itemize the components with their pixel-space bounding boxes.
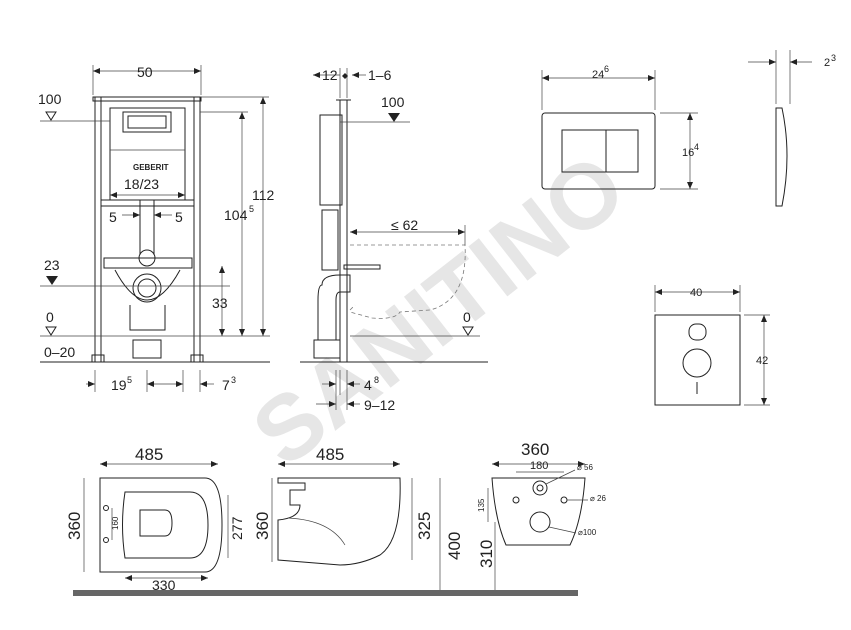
ground-line: [73, 590, 578, 596]
dim-offset-right: 5: [175, 209, 183, 225]
dim-bottom-4: 4: [364, 377, 372, 393]
dim-bottom-19-sup: 5: [127, 375, 132, 385]
level-23-front: 23: [44, 257, 60, 273]
dim-top-depth-12: 12: [322, 67, 338, 83]
dim-rear-180: 180: [530, 460, 548, 472]
flush-plate-view: 24 6 16 4 2 3: [541, 50, 836, 207]
dim-rear-d56: ⌀ 56: [577, 463, 593, 472]
dim-bottom-4-sup: 8: [374, 375, 379, 385]
dim-mat-width: 40: [690, 287, 702, 299]
dim-height-112: 112: [252, 187, 275, 203]
level-0-front: 0: [46, 309, 54, 325]
dim-rear-d100: ⌀100: [578, 528, 597, 537]
bowl-views: 485 360 160 277 330 485 360 325 400 3: [65, 440, 606, 596]
dim-plate-width: 24: [592, 69, 604, 81]
dim-bowl-side-325: 325: [415, 512, 434, 540]
dim-bottom-7: 7: [222, 377, 230, 393]
range-0-20: 0–20: [44, 344, 75, 360]
dim-bowl-330: 330: [152, 577, 176, 593]
dim-plate-height: 16: [682, 147, 694, 159]
dim-bowl-160: 160: [111, 516, 120, 530]
dim-plate-width-sup: 6: [604, 64, 609, 74]
sound-mat-view: 40 42: [654, 285, 770, 406]
dim-bottom-9-12: 9–12: [364, 397, 395, 413]
dim-bowl-277: 277: [229, 516, 245, 540]
dim-bowl-side-400: 400: [445, 532, 464, 560]
dim-rear-360: 360: [521, 440, 549, 459]
dim-top-range-1-6: 1–6: [368, 67, 392, 83]
dim-bottom-19: 19: [111, 377, 127, 393]
level-100-front: 100: [38, 91, 62, 107]
dim-rear-d26: ⌀ 26: [590, 494, 606, 503]
dim-height-33: 33: [212, 295, 228, 311]
dim-offset-left: 5: [109, 209, 117, 225]
dim-plate-depth-sup: 3: [831, 53, 836, 63]
dim-bowl-projection: ≤ 62: [391, 217, 418, 233]
dim-bowl-side-360: 360: [253, 512, 272, 540]
level-0-side: 0: [463, 309, 471, 325]
brand-label: GEBERIT: [133, 163, 169, 172]
dim-bowl-top-485: 485: [135, 445, 163, 464]
dim-mat-height: 42: [756, 355, 768, 367]
dim-width-50: 50: [137, 64, 153, 80]
dim-bottom-7-sup: 3: [231, 375, 236, 385]
dim-height-104-sup: 5: [249, 204, 254, 214]
frame-side-view: 12 1–6 100 ≤ 62 0 4 8 9–12: [300, 67, 488, 413]
frame-front-view: GEBERIT 50 100 18/23 5 5: [38, 64, 275, 393]
dim-pipe-spacing: 18/23: [124, 176, 159, 192]
dim-height-104: 104: [224, 207, 248, 223]
dim-rear-310: 310: [477, 540, 496, 568]
level-100-side: 100: [381, 94, 405, 110]
dim-plate-height-sup: 4: [694, 142, 699, 152]
dim-plate-depth: 2: [824, 57, 830, 69]
dim-bowl-top-360: 360: [65, 512, 84, 540]
watermark: SANITINO: [235, 135, 644, 486]
dim-bowl-side-485: 485: [316, 445, 344, 464]
dim-rear-135: 135: [477, 498, 486, 512]
